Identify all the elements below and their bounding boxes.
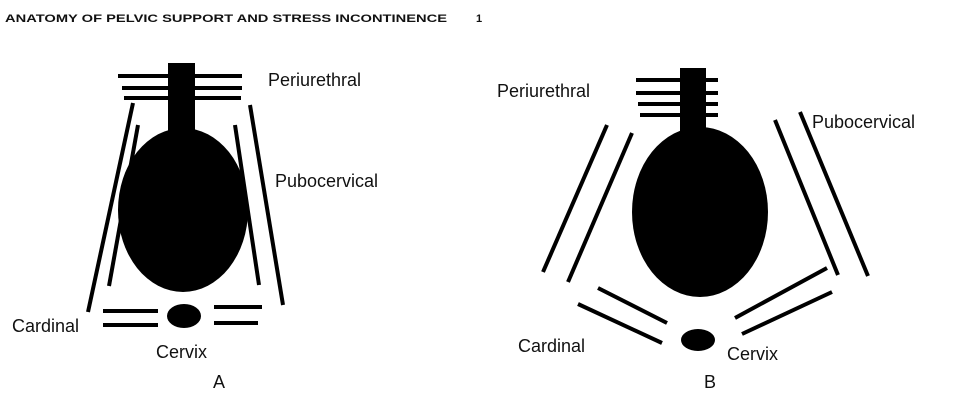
panel-b-pubocervical-label: Pubocervical — [812, 112, 915, 132]
panel-b-cervix-label: Cervix — [727, 344, 778, 364]
page-number: 1 — [476, 13, 482, 25]
panel-a-pubocervical-label: Pubocervical — [275, 171, 378, 191]
panel-b-periurethral-label: Periurethral — [497, 81, 590, 101]
panel-b-cardinal-label: Cardinal — [518, 336, 585, 356]
running-header-title: ANATOMY OF PELVIC SUPPORT AND STRESS INC… — [5, 13, 447, 25]
panel-a-diagram: Periurethral Pubocervical Cardinal Cervi… — [12, 63, 378, 392]
panel-b-letter: B — [704, 372, 716, 392]
panel-a-pubocervical-right-outer — [250, 105, 283, 305]
panel-a-cardinal-label: Cardinal — [12, 316, 79, 336]
panel-a-periurethral-label: Periurethral — [268, 70, 361, 90]
panel-b-cervix — [681, 329, 715, 351]
panel-a-cervix — [167, 304, 201, 328]
panel-b-cardinal-right-1 — [735, 268, 827, 318]
panel-b-pubocervical-right-inner — [775, 120, 838, 275]
panel-b-bladder — [632, 127, 768, 297]
panel-b-cardinal-right-2 — [742, 292, 832, 334]
panel-b-pubocervical-left-inner — [568, 133, 632, 282]
panel-a-letter: A — [213, 372, 225, 392]
panel-a-bladder — [118, 128, 248, 292]
panel-b-pubocervical-left-outer — [543, 125, 607, 272]
panel-b-diagram: Periurethral Pubocervical Cardinal Cervi… — [497, 68, 915, 392]
panel-a-cervix-label: Cervix — [156, 342, 207, 362]
panel-b-cardinal-left-2 — [578, 304, 662, 343]
panel-b-pubocervical-right-outer — [800, 112, 868, 276]
